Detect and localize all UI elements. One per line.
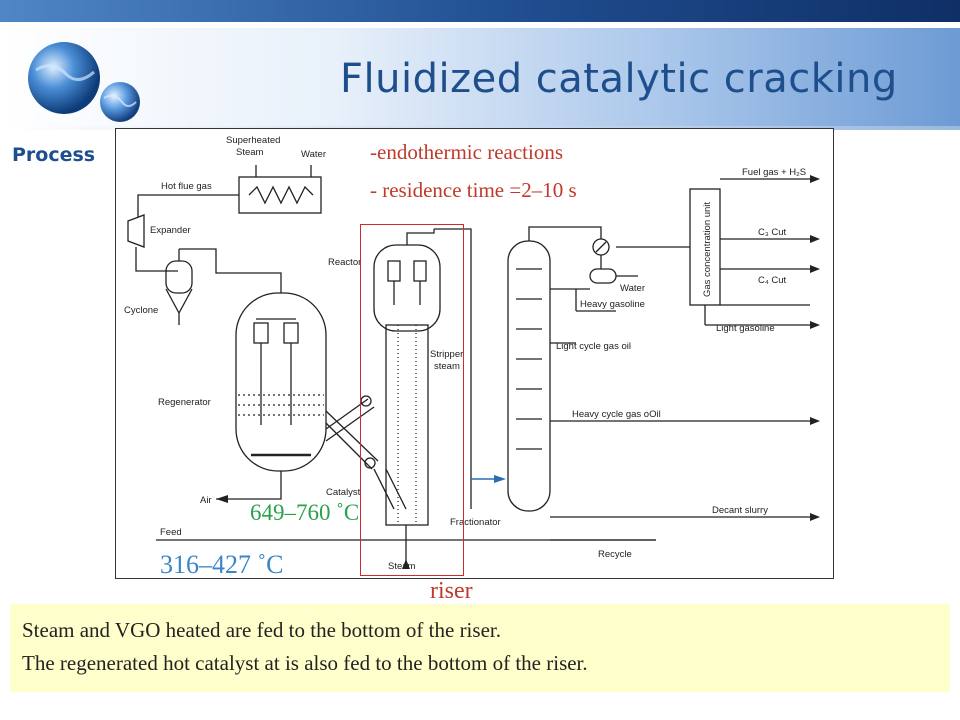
caption-line-2: The regenerated hot catalyst at is also … — [22, 651, 588, 675]
label-steam-bottom: Steam — [388, 561, 416, 572]
label-c3-cut: C₃ Cut — [758, 227, 787, 238]
label-steam: Steam — [236, 147, 264, 158]
fcc-process-diagram: Superheated Steam Water Hot flue gas Exp… — [115, 128, 834, 579]
label-feed: Feed — [160, 527, 182, 538]
fractionator-column — [507, 240, 551, 512]
label-superheated-steam: Superheated — [226, 135, 280, 146]
regenerator-vessel — [235, 292, 327, 472]
fcc-schematic: Superheated Steam Water Hot flue gas Exp… — [124, 135, 820, 572]
caption-line-1: Steam and VGO heated are fed to the bott… — [22, 618, 501, 642]
label-stripper-steam: steam — [434, 361, 460, 372]
label-catalyst: Catalyst — [326, 487, 361, 498]
title-band — [0, 28, 960, 130]
globe-logo-icon — [28, 42, 140, 122]
label-gas-concentration-unit: Gas concentration unit — [702, 202, 713, 297]
riser-highlight-box — [360, 224, 464, 576]
annotation-catalyst-temperature: 649–760 ˚C — [250, 500, 360, 525]
steam-heat-exchanger — [238, 176, 322, 214]
label-recycle: Recycle — [598, 549, 632, 560]
label-water-right: Water — [620, 283, 645, 294]
expander — [127, 214, 145, 248]
label-heavy-cycle-gas-oil: Heavy cycle gas oOil — [572, 409, 661, 420]
label-decant-slurry: Decant slurry — [712, 505, 768, 516]
label-air: Air — [200, 495, 212, 506]
label-light-cycle-gas-oil: Light cycle gas oil — [556, 341, 631, 352]
annotation-residence-time: - residence time =2–10 s — [370, 178, 577, 202]
label-water-top: Water — [301, 149, 326, 160]
label-cyclone: Cyclone — [124, 305, 158, 316]
slide-title: Fluidized catalytic cracking — [340, 56, 898, 102]
label-expander: Expander — [150, 225, 191, 236]
label-fuel-gas: Fuel gas + H₂S — [742, 167, 806, 178]
heat-exchanger-coil — [248, 185, 314, 205]
annotation-feed-temperature: 316–427 ˚C — [160, 550, 284, 579]
cyclone-body — [165, 260, 193, 294]
label-hot-flue-gas: Hot flue gas — [161, 181, 212, 192]
caption-box: Steam and VGO heated are fed to the bott… — [10, 604, 950, 692]
label-heavy-gasoline: Heavy gasoline — [580, 299, 645, 310]
top-accent-bar — [0, 0, 960, 22]
label-c4-cut: C₄ Cut — [758, 275, 787, 286]
annotation-endothermic: -endothermic reactions — [370, 140, 563, 164]
label-stripper: Stripper — [430, 349, 463, 360]
label-fractionator: Fractionator — [450, 517, 501, 528]
flue-gas-line — [137, 194, 239, 217]
slide-subtitle: Process — [12, 144, 96, 166]
label-reactor: Reactor — [328, 257, 361, 268]
riser-label: riser — [430, 578, 473, 604]
riser-stripper — [385, 324, 429, 526]
label-light-gasoline: Light gasoline — [716, 323, 775, 334]
label-regenerator: Regenerator — [158, 397, 211, 408]
